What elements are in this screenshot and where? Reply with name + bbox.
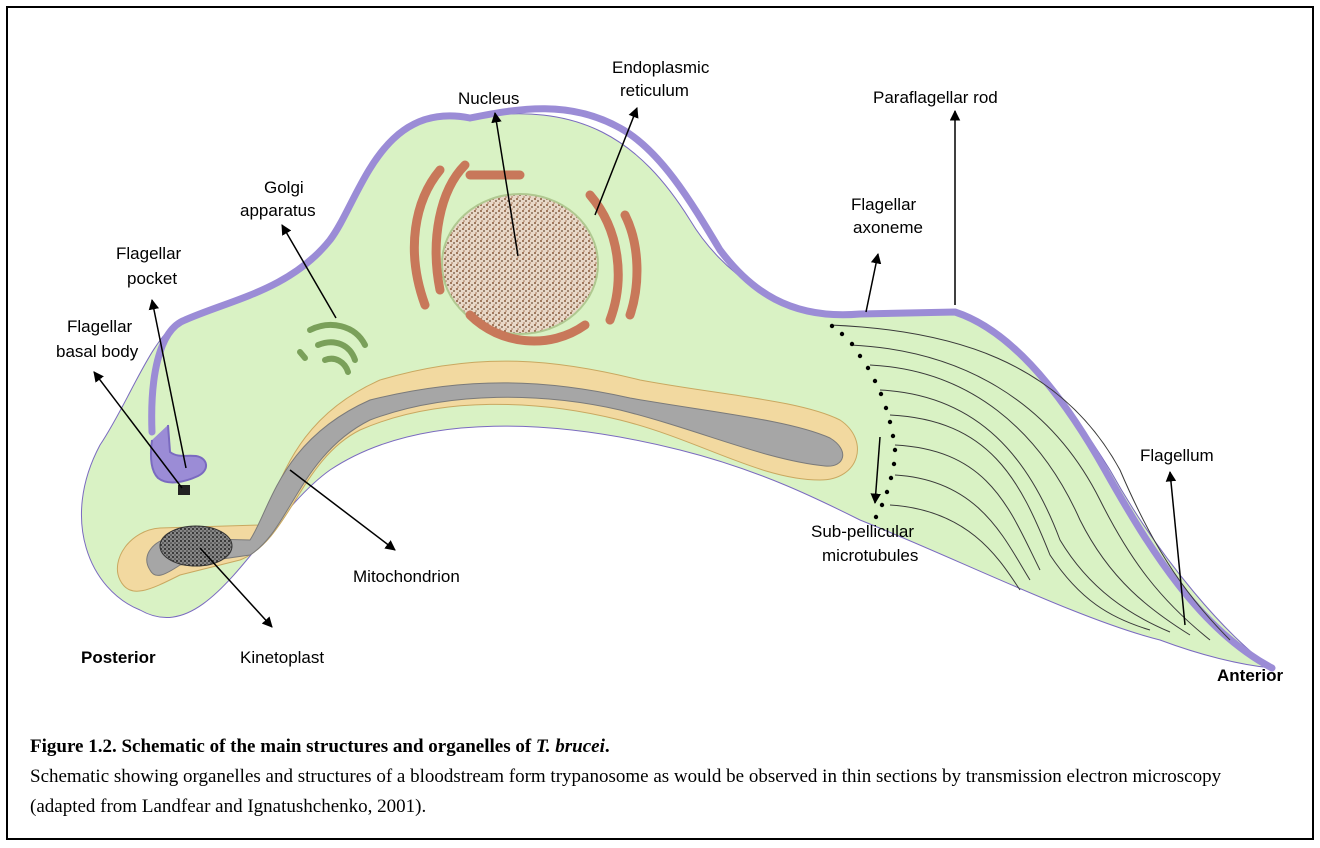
label-flagellum: Flagellum [1140,446,1214,465]
caption-title: Figure 1.2. Schematic of the main struct… [30,732,1290,762]
label-basal-line1: Flagellar [67,317,133,336]
label-mitochondrion: Mitochondrion [353,567,460,586]
label-posterior: Posterior [81,648,156,667]
label-er-line1: Endoplasmic [612,58,710,77]
figure-caption: Figure 1.2. Schematic of the main struct… [30,732,1290,822]
label-anterior: Anterior [1217,666,1284,685]
label-axoneme-line1: Flagellar [851,195,917,214]
label-pocket-line2: pocket [127,269,177,288]
label-golgi-line1: Golgi [264,178,304,197]
trypanosome-diagram: Nucleus Endoplasmic reticulum Paraflagel… [0,0,1320,730]
label-subpell-line1: Sub-pellicular [811,522,914,541]
caption-body: Schematic showing organelles and structu… [30,762,1290,822]
label-basal-line2: basal body [56,342,139,361]
label-nucleus: Nucleus [458,89,519,108]
nucleus-body [442,194,598,334]
basal-body [178,485,190,495]
label-axoneme-line2: axoneme [853,218,923,237]
label-pocket-line1: Flagellar [116,244,182,263]
label-golgi-line2: apparatus [240,201,316,220]
kinetoplast-body [160,526,232,566]
caption-title-prefix: Figure 1.2. Schematic of the main struct… [30,736,536,757]
caption-title-suffix: . [605,736,610,757]
label-paraflagellar-rod: Paraflagellar rod [873,88,998,107]
label-subpell-line2: microtubules [822,546,918,565]
caption-title-species: T. brucei [536,736,605,757]
label-kinetoplast: Kinetoplast [240,648,324,667]
label-er-line2: reticulum [620,81,689,100]
